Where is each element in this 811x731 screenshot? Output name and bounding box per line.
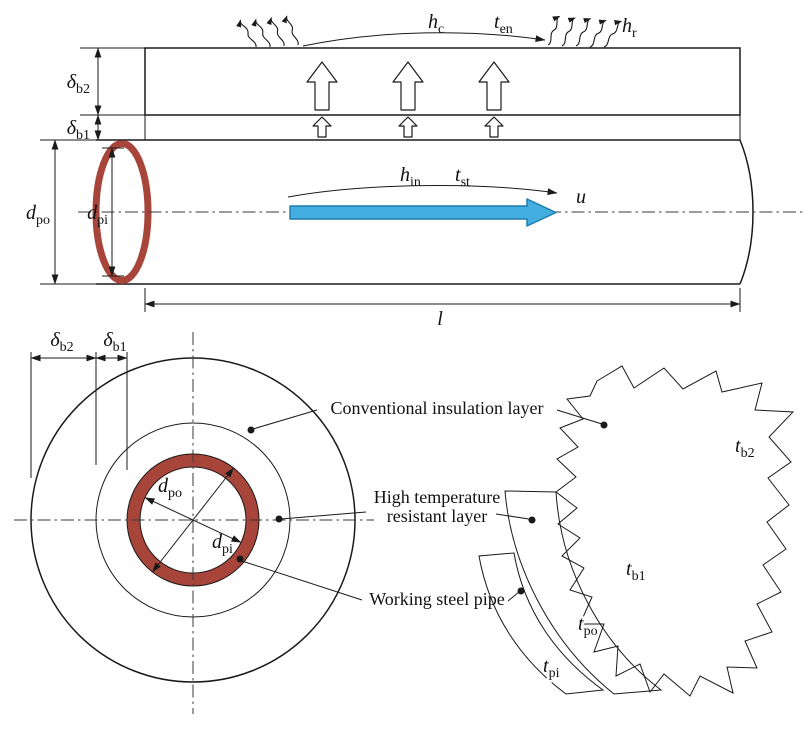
label-d-pi-section: dpi: [87, 202, 108, 228]
radiation-wave-icon: [240, 20, 258, 48]
label-delta-b2-cs: δb2: [50, 329, 73, 355]
label-t-en: ten: [494, 11, 513, 37]
resistant-fragment: [504, 490, 663, 695]
steel-pipe-fragment: [478, 552, 605, 695]
layer-callouts: Conventional insulation layer High tempe…: [236, 398, 608, 609]
callout-dot: [517, 587, 525, 595]
label-t-st: tst: [455, 164, 470, 190]
up-arrow: [306, 61, 338, 111]
callout-dot: [247, 426, 255, 434]
up-arrow: [312, 116, 332, 138]
label-t-b1: tb1: [626, 558, 646, 584]
heat-flux-arrows-small: [312, 116, 504, 138]
thickness-dimensions: [30, 352, 128, 478]
label-h-r: hr: [622, 15, 637, 41]
caption-conventional-insulation: Conventional insulation layer: [331, 398, 544, 418]
label-t-b2: tb2: [735, 435, 755, 461]
cross-section: δb2 δb1 dpo dpi: [14, 329, 374, 714]
label-t-pi: tpi: [543, 655, 560, 681]
d-pi-diameter-arrow: [144, 497, 242, 543]
radiation-wave-icon: [561, 17, 576, 46]
caption-high-temp-line2: resistant layer: [387, 506, 487, 526]
label-h-c: hc: [428, 11, 444, 37]
leader-line: [252, 409, 318, 430]
callout-dot: [236, 555, 244, 563]
label-l: l: [437, 308, 443, 330]
leader-line: [507, 591, 520, 602]
callout-dot: [275, 515, 283, 523]
callout-dot: [600, 421, 608, 429]
caption-high-temp-line1: High temperature: [374, 487, 500, 507]
radiation-wave-icon: [603, 21, 622, 48]
label-d-po-cs: dpo: [158, 475, 182, 501]
radiation-wave-icon: [547, 16, 561, 46]
radiation-wave-icon: [286, 16, 299, 46]
label-delta-b1-section: δb1: [67, 117, 90, 143]
length-dimension: [144, 288, 741, 312]
radiation-arrows-right: [547, 16, 622, 48]
resistant-layer-section: [144, 114, 741, 141]
callout-dot: [528, 516, 536, 524]
heat-flux-arrows-large: [306, 61, 510, 111]
leader-line: [556, 409, 603, 425]
label-h-in: hin: [400, 164, 421, 190]
caption-working-steel-pipe: Working steel pipe: [369, 589, 505, 609]
label-delta-b2-section: δb2: [67, 71, 90, 97]
radiation-wave-icon: [270, 17, 285, 46]
insulation-layer-section: [144, 47, 741, 116]
up-arrow: [392, 61, 424, 111]
flow-velocity-arrow: [289, 198, 557, 227]
radiation-wave-icon: [589, 20, 607, 48]
radiation-wave-icon: [255, 19, 271, 48]
internal-convection-arrow: [287, 185, 558, 198]
left-dimensions: [40, 47, 145, 285]
label-t-po: tpo: [578, 613, 598, 639]
leader-line: [495, 513, 530, 520]
up-arrow: [478, 61, 510, 111]
label-d-pi-cs: dpi: [212, 531, 233, 557]
leader-line: [280, 511, 367, 520]
external-convection-arrow: [302, 32, 546, 47]
leader-line: [241, 560, 363, 601]
radiation-arrows-left: [240, 16, 300, 48]
label-u: u: [576, 186, 586, 208]
longitudinal-section: hc ten hr δb2 δb1 dpo dpi hin tst u l: [26, 11, 803, 330]
label-d-po-section: dpo: [26, 202, 50, 228]
insulation-fragment: [555, 365, 795, 697]
up-arrow: [484, 116, 504, 138]
exploded-layers: tb2 tb1 tpo tpi: [478, 365, 795, 697]
up-arrow: [398, 116, 418, 138]
radiation-wave-icon: [575, 18, 592, 46]
label-delta-b1-cs: δb1: [103, 329, 126, 355]
